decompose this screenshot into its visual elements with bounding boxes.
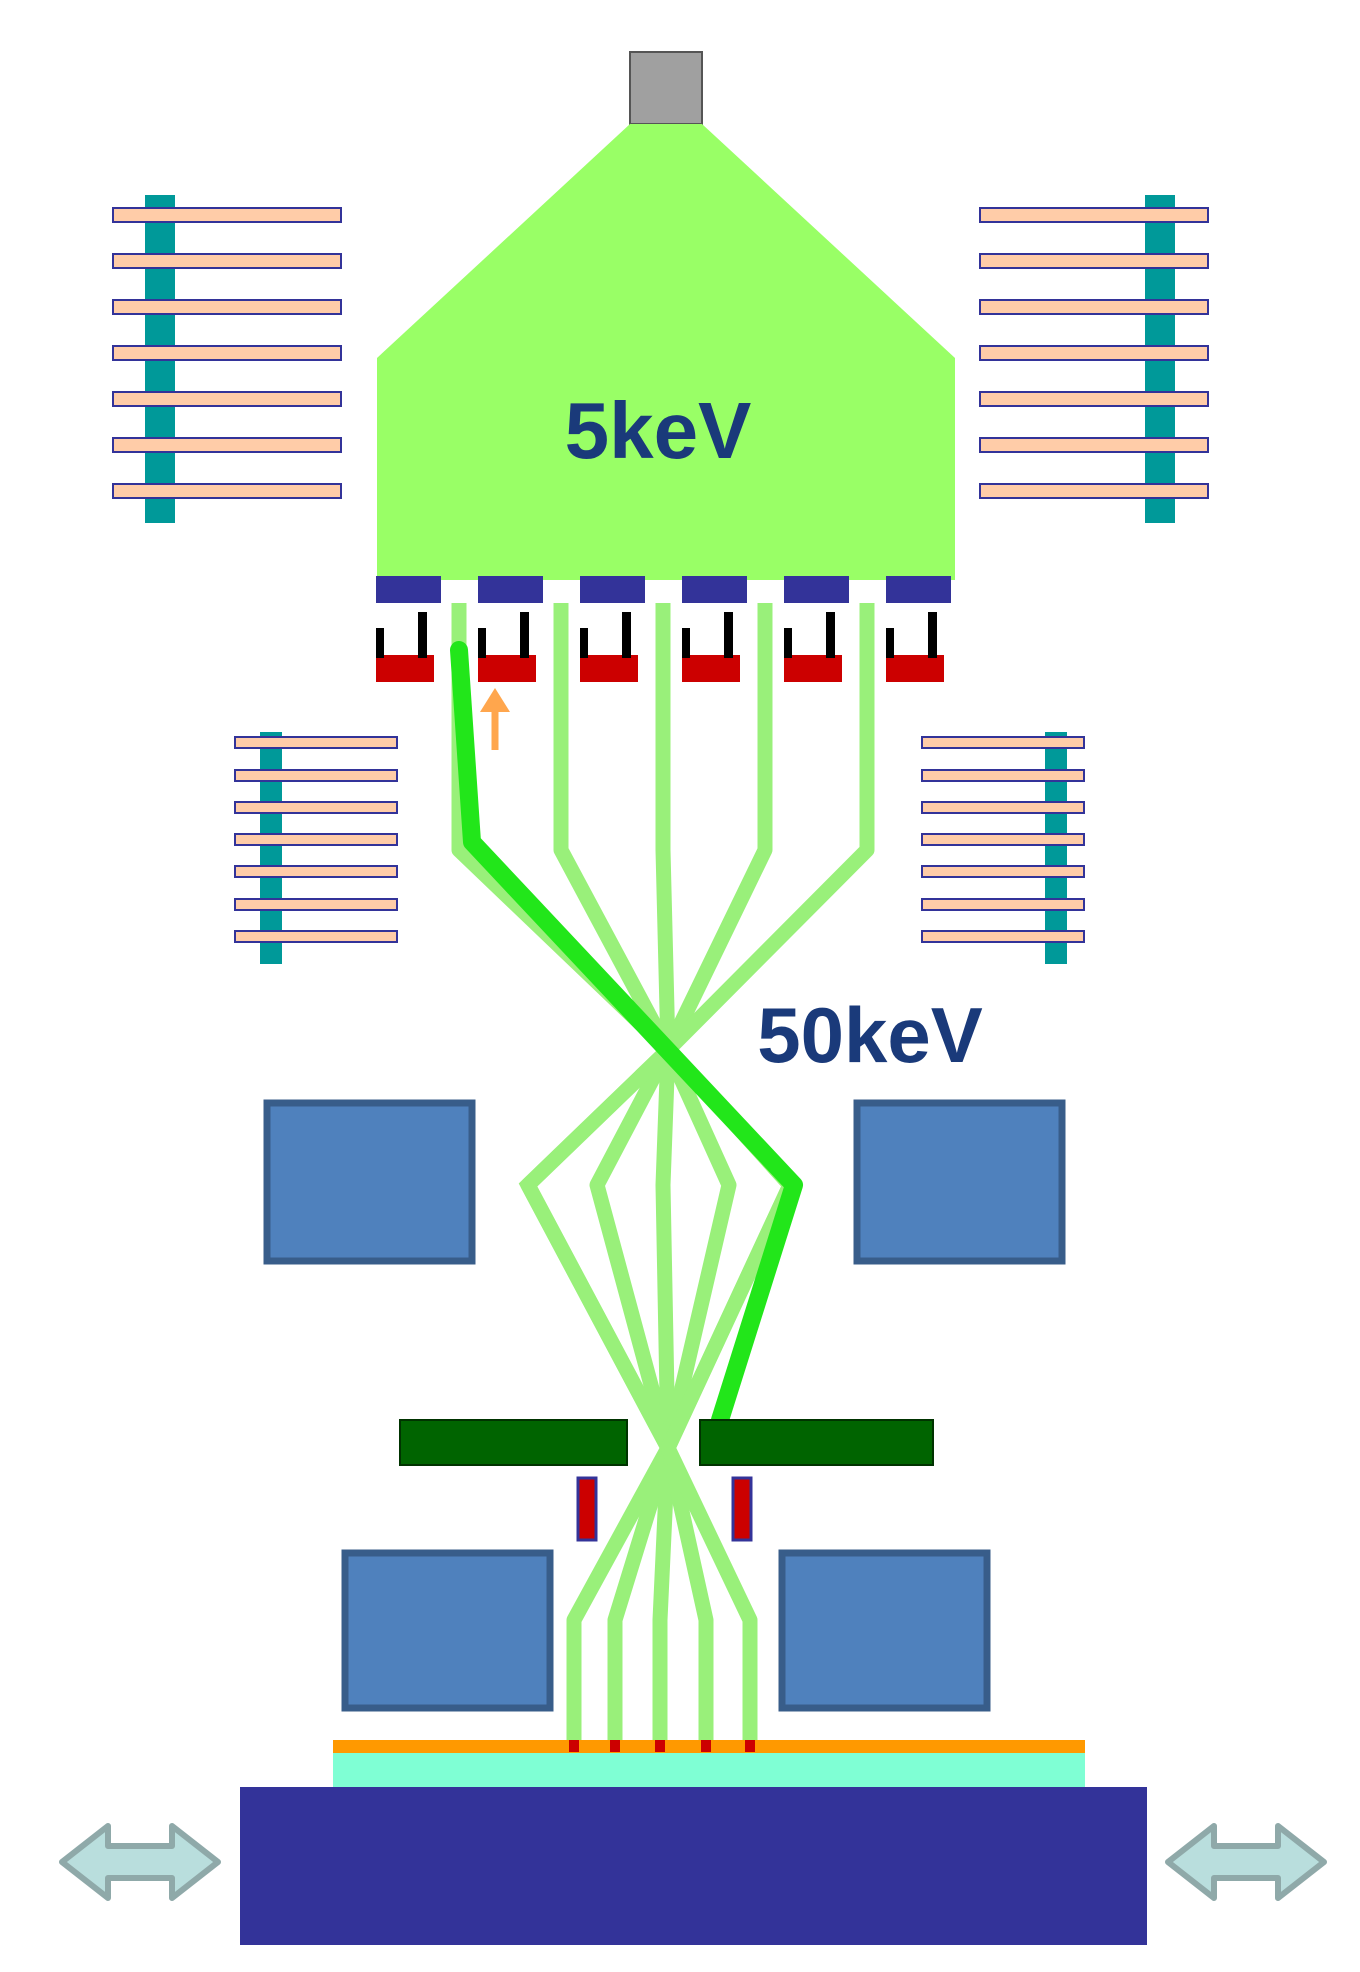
blanker-pad [478,655,536,682]
electrode-plate [112,391,342,407]
electrode-post [260,732,282,964]
blanker-frame-left [784,628,792,658]
electrode-plate [112,207,342,223]
exposure-spot [701,1740,711,1752]
aperture-segment [376,576,441,603]
electrode-plate [112,483,342,499]
blanker-pad [682,655,740,682]
electrode-plate [112,253,342,269]
electron-source [629,51,703,125]
blanker-pad [580,655,638,682]
exposure-spot [610,1740,620,1752]
electrode-plate [234,769,398,782]
electrode-plate [234,930,398,943]
electrode-plate [921,736,1085,749]
exposure-spot [745,1740,755,1752]
blanker-frame-left [682,628,690,658]
beamlet [660,603,773,1740]
blanker-pad [376,655,434,682]
exposure-spot [655,1740,665,1752]
aperture-segment [784,576,849,603]
electrode-plate [979,483,1209,499]
beamlet [553,603,676,1740]
blanker-frame-right [622,612,631,658]
electrode-stack-left-lower [234,732,398,964]
energy-label-50kev: 50keV [757,991,983,1079]
electrode-plate [921,898,1085,911]
electrode-plate [234,865,398,878]
aperture-segment [886,576,951,603]
blanker-frame-right [520,612,529,658]
deflector-left [576,1476,598,1542]
electrode-plate [921,801,1085,814]
electrode-plate [979,391,1209,407]
electrode-plate [234,801,398,814]
double-arrow-icon [1165,1823,1327,1901]
electrode-stack-right-lower [921,732,1085,964]
electrode-plate [112,299,342,315]
aperture-plate [376,576,951,603]
deflector-right [731,1476,753,1542]
electrode-plate [921,930,1085,943]
beamlets [450,603,875,1740]
electrode-plate [112,437,342,453]
blanker [886,612,944,682]
blanker-frame-right [724,612,733,658]
lens-block-left-upper [263,1099,476,1265]
electrode-plate [921,865,1085,878]
electrode-post [1045,732,1067,964]
electrode-plate [234,898,398,911]
aperture-segment [682,576,747,603]
electrode-stack-right-upper [979,195,1209,523]
electrode-plate [979,345,1209,361]
blanker-frame-left [580,628,588,658]
blanker-frame-right [418,612,427,658]
electrode-plate [979,437,1209,453]
blanker [682,612,740,682]
broad-beam [377,124,955,580]
beamlet [652,603,676,1740]
electrode-plate [979,207,1209,223]
exposure-spot [569,1740,579,1752]
substrate [333,1752,1085,1788]
wafer-stage [240,1787,1147,1945]
electrode-plate [234,736,398,749]
aperture-segment [580,576,645,603]
electrode-plate [234,833,398,846]
deflected-beamlet [450,641,803,1429]
blanker [580,612,638,682]
electrode-plate [979,299,1209,315]
electrode-plate [921,833,1085,846]
blanker-frame-right [826,612,835,658]
aperture-segment [478,576,543,603]
blanker-frame-left [886,628,894,658]
blanker-pad [886,655,944,682]
blanker-frame-left [376,628,384,658]
lens-block-right-lower [778,1549,991,1712]
blanker [478,612,536,682]
electrode-plate [921,769,1085,782]
blanker-frame-left [478,628,486,658]
blanker [784,612,842,682]
beam-stop-right [699,1419,934,1466]
exposure-spots [569,1740,755,1752]
beamlet [518,1044,675,1452]
lens-block-left-lower [341,1549,554,1712]
beam-stop-left [399,1419,628,1466]
electrode-plate [112,345,342,361]
up-arrow-icon [480,688,510,750]
blanker [376,612,434,682]
blanker-pad [784,655,842,682]
double-arrow-icon [59,1823,221,1901]
blanker-frame-right [928,612,937,658]
electrode-stack-left-upper [112,195,342,523]
blanker-array [376,612,944,682]
electrode-plate [979,253,1209,269]
lens-block-right-upper [853,1099,1066,1265]
energy-label-5kev: 5keV [565,386,752,475]
